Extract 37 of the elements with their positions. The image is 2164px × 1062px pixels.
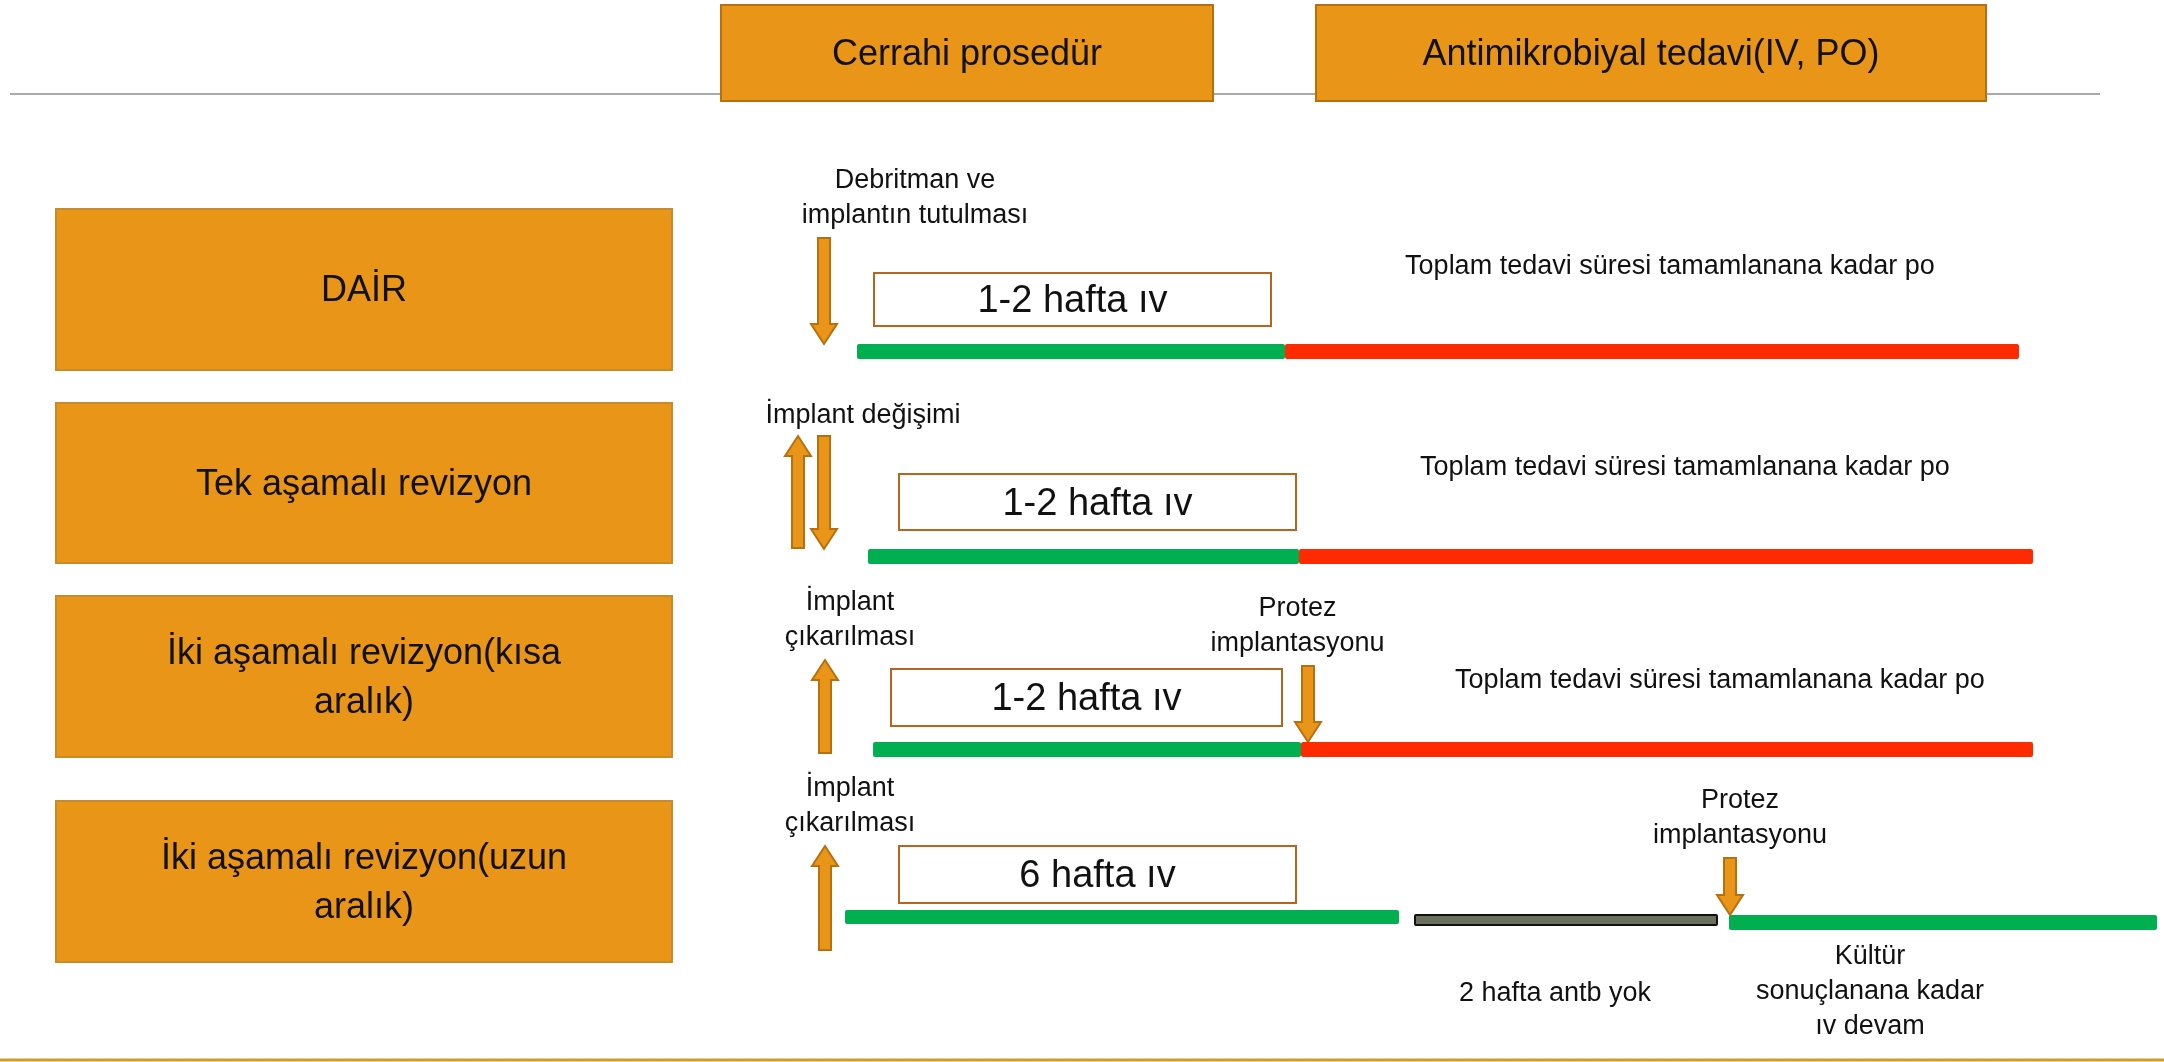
header-box: Cerrahi prosedür xyxy=(720,4,1214,102)
treatment-bar xyxy=(1729,915,2157,930)
duration-box: 1-2 hafta ıv xyxy=(890,668,1283,727)
duration-box: 6 hafta ıv xyxy=(898,845,1297,904)
treatment-bar xyxy=(873,742,1301,757)
arrow xyxy=(809,435,839,551)
duration-box: 1-2 hafta ıv xyxy=(898,473,1297,531)
treatment-bar xyxy=(1414,914,1718,926)
event-label: Protez implantasyonu xyxy=(1650,778,1830,856)
arrow xyxy=(809,237,839,346)
arrow xyxy=(783,434,813,549)
treatment-bar xyxy=(857,344,1285,359)
row-box: DAİR xyxy=(55,208,673,371)
event-label: Debritman ve implantın tutulması xyxy=(790,158,1040,236)
treatment-bar xyxy=(1299,549,2033,564)
event-label: İmplant çıkarılması xyxy=(770,766,930,844)
duration-label: Toplam tedavi süresi tamamlanana kadar po xyxy=(1419,450,1951,483)
arrow xyxy=(1293,665,1323,744)
arrow xyxy=(1715,857,1745,917)
duration-label: 2 hafta antb yok xyxy=(1457,976,1653,1009)
treatment-bar xyxy=(868,549,1299,564)
row-box: İki aşamalı revizyon(kısa aralık) xyxy=(55,595,673,758)
arrow xyxy=(810,658,840,754)
row-box: Tek aşamalı revizyon xyxy=(55,402,673,564)
treatment-bar xyxy=(1285,344,2019,359)
duration-box: 1-2 hafta ıv xyxy=(873,272,1272,327)
row-box: İki aşamalı revizyon(uzun aralık) xyxy=(55,800,673,963)
treatment-bar xyxy=(845,910,1399,924)
event-label: İmplant çıkarılması xyxy=(770,580,930,658)
event-label: Protez implantasyonu xyxy=(1170,586,1425,664)
duration-label: Toplam tedavi süresi tamamlanana kadar po xyxy=(1404,249,1936,282)
duration-label: Kültür sonuçlanana kadar ıv devam xyxy=(1755,939,1985,1043)
arrow xyxy=(810,844,840,951)
treatment-bar xyxy=(1301,742,2033,757)
event-label: İmplant değişimi xyxy=(728,396,998,434)
duration-label: Toplam tedavi süresi tamamlanana kadar po xyxy=(1454,663,1986,696)
header-box: Antimikrobiyal tedavi(IV, PO) xyxy=(1315,4,1987,102)
